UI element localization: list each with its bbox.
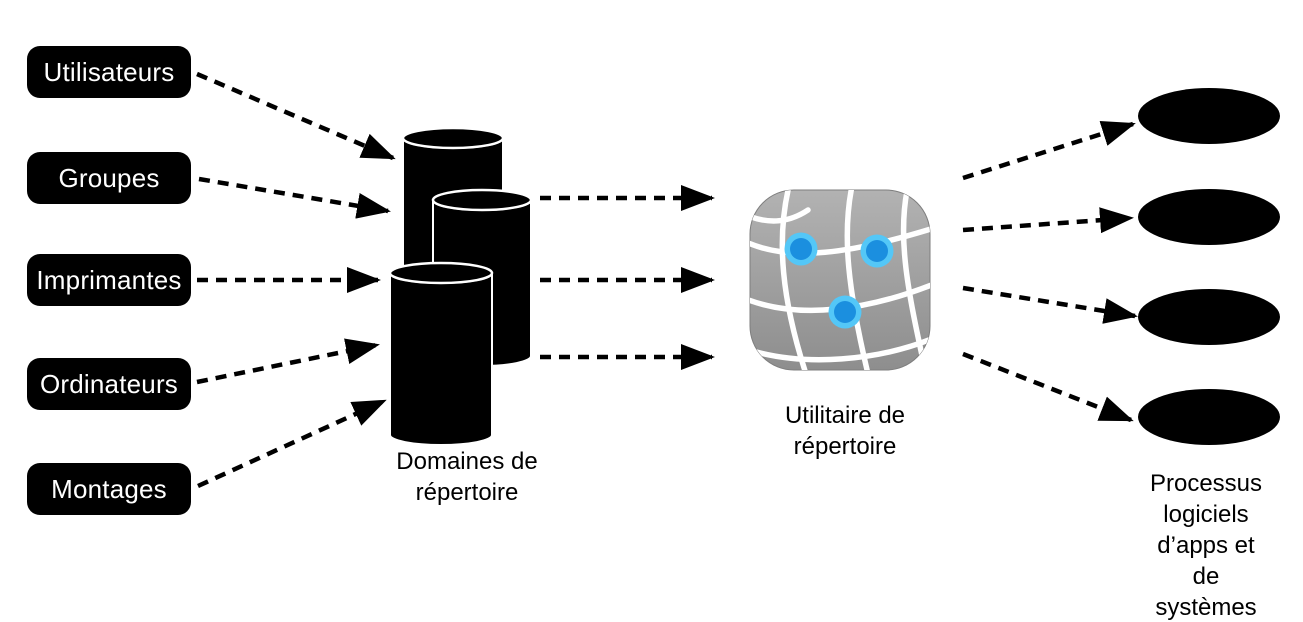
- arrow-ordinateurs-to-domains: [196, 338, 380, 385]
- arrow-utilisateurs-to-domains: [196, 71, 396, 161]
- arrow-utility-to-process-1: [962, 120, 1136, 181]
- node-groupes: Groupes: [27, 152, 191, 204]
- process-oval-icon: [1138, 88, 1280, 144]
- arrow-utility-to-process-3: [962, 285, 1138, 324]
- network-node-dot-core: [790, 238, 812, 260]
- dashed-arrows: [196, 71, 1138, 489]
- arrow-utility-to-process-4: [962, 351, 1134, 423]
- directory-utility-app-icon: [749, 189, 931, 371]
- process-oval-icon: [1138, 189, 1280, 245]
- process-ovals: [1138, 88, 1280, 445]
- network-node-dot-core: [866, 240, 888, 262]
- globe-grid-lines: [750, 190, 930, 370]
- arrow-groupes-to-domains: [198, 176, 391, 219]
- arrow-utility-to-process-2: [962, 207, 1134, 234]
- database-cylinder-front: [388, 261, 494, 446]
- process-oval-icon: [1138, 289, 1280, 345]
- caption-processus-logiciels: Processus logiciels d’apps et de système…: [1149, 470, 1263, 621]
- node-imprimantes: Imprimantes: [27, 254, 191, 306]
- process-oval-icon: [1138, 389, 1280, 445]
- caption-domaines-de-repertoire: Domaines de répertoire: [396, 448, 538, 506]
- network-node-dot-core: [834, 301, 856, 323]
- network-node-dots: [784, 232, 894, 329]
- arrow-montages-to-domains: [197, 398, 387, 489]
- database-cylinders-icon: [388, 126, 533, 446]
- node-utilisateurs: Utilisateurs: [27, 46, 191, 98]
- node-montages: Montages: [27, 463, 191, 515]
- node-ordinateurs: Ordinateurs: [27, 358, 191, 410]
- caption-utilitaire-de-repertoire: Utilitaire de répertoire: [784, 402, 906, 460]
